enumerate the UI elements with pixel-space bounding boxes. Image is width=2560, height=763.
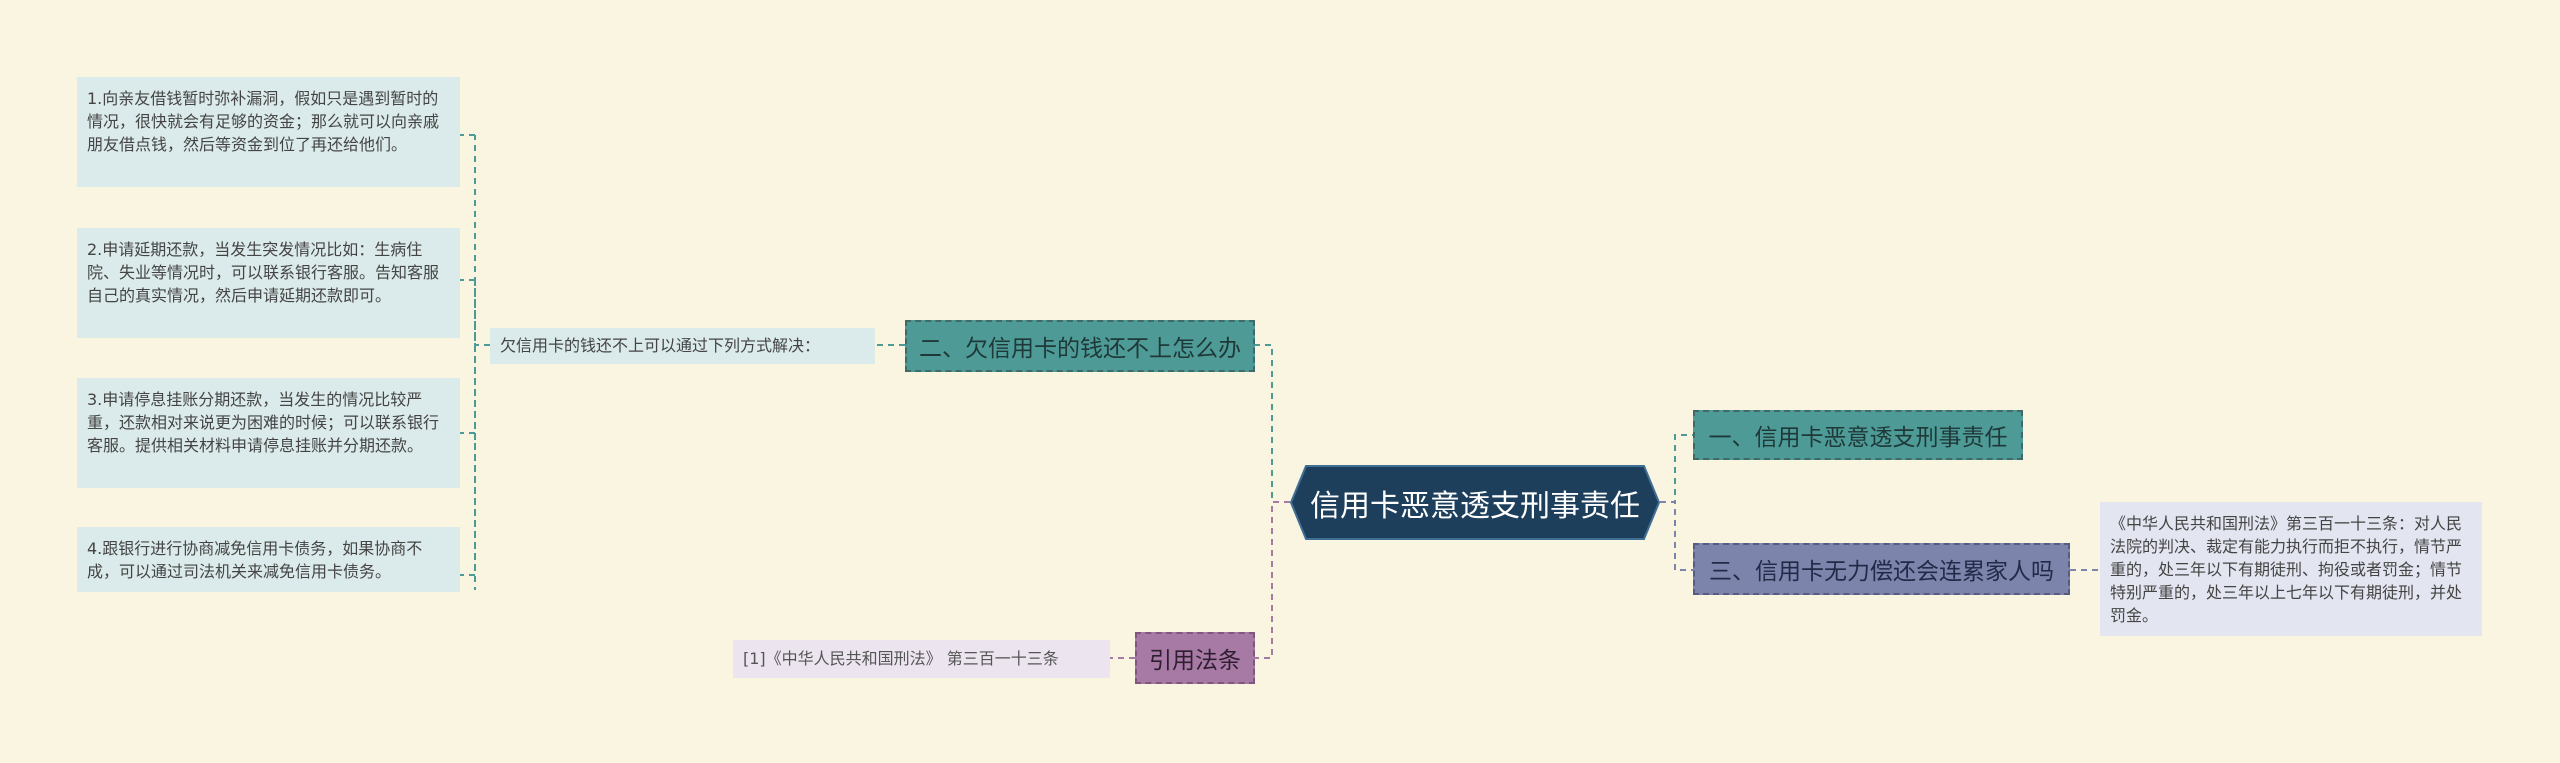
- leaf-item-3[interactable]: 3.申请停息挂账分期还款，当发生的情况比较严重，还款相对来说更为困难的时候；可以…: [77, 378, 460, 488]
- leaf-text: 欠信用卡的钱还不上可以通过下列方式解决：: [500, 336, 821, 355]
- branch-label: 三、信用卡无力偿还会连累家人吗: [1709, 559, 2054, 585]
- link-intro-items: [474, 135, 490, 590]
- link-root-b3: [1660, 501, 1693, 571]
- leaf-item-2[interactable]: 2.申请延期还款，当发生突发情况比如：生病住院、失业等情况时，可以联系银行客服。…: [77, 228, 460, 338]
- leaf-text: 《中华人民共和国刑法》第三百一十三条：对人民法院的判决、裁定有能力执行而拒不执行…: [2110, 514, 2463, 625]
- leaf-text: [1]《中华人民共和国刑法》 第三百一十三条: [743, 649, 1059, 668]
- link-root-b2: [1255, 344, 1290, 503]
- link-root-b1: [1660, 434, 1693, 503]
- leaf-citation[interactable]: [1]《中华人民共和国刑法》 第三百一十三条: [733, 640, 1110, 678]
- link-root-b4: [1255, 501, 1290, 659]
- branch-label: 二、欠信用卡的钱还不上怎么办: [919, 336, 1241, 362]
- branch-cited-law[interactable]: 引用法条: [1135, 632, 1255, 684]
- leaf-criminal-law-article[interactable]: 《中华人民共和国刑法》第三百一十三条：对人民法院的判决、裁定有能力执行而拒不执行…: [2100, 502, 2482, 636]
- leaf-text: 3.申请停息挂账分期还款，当发生的情况比较严重，还款相对来说更为困难的时候；可以…: [87, 390, 440, 455]
- branch-label: 引用法条: [1149, 648, 1241, 674]
- root-label: 信用卡恶意透支刑事责任: [1310, 488, 1640, 524]
- branch-family-liability[interactable]: 三、信用卡无力偿还会连累家人吗: [1693, 543, 2070, 595]
- leaf-item-4[interactable]: 4.跟银行进行协商减免信用卡债务，如果协商不成，可以通过司法机关来减免信用卡债务…: [77, 527, 460, 592]
- leaf-intro[interactable]: 欠信用卡的钱还不上可以通过下列方式解决：: [490, 328, 875, 364]
- leaf-item-1[interactable]: 1.向亲友借钱暂时弥补漏洞，假如只是遇到暂时的情况，很快就会有足够的资金；那么就…: [77, 77, 460, 187]
- leaf-text: 4.跟银行进行协商减免信用卡债务，如果协商不成，可以通过司法机关来减免信用卡债务…: [87, 539, 423, 581]
- root-hexagon-shape: [1290, 465, 1660, 540]
- leaf-text: 1.向亲友借钱暂时弥补漏洞，假如只是遇到暂时的情况，很快就会有足够的资金；那么就…: [87, 89, 440, 154]
- branch-criminal-liability[interactable]: 一、信用卡恶意透支刑事责任: [1693, 410, 2023, 460]
- leaf-text: 2.申请延期还款，当发生突发情况比如：生病住院、失业等情况时，可以联系银行客服。…: [87, 240, 440, 305]
- root-topic[interactable]: 信用卡恶意透支刑事责任: [1290, 465, 1660, 540]
- branch-cannot-repay[interactable]: 二、欠信用卡的钱还不上怎么办: [905, 320, 1255, 372]
- branch-label: 一、信用卡恶意透支刑事责任: [1708, 425, 2008, 451]
